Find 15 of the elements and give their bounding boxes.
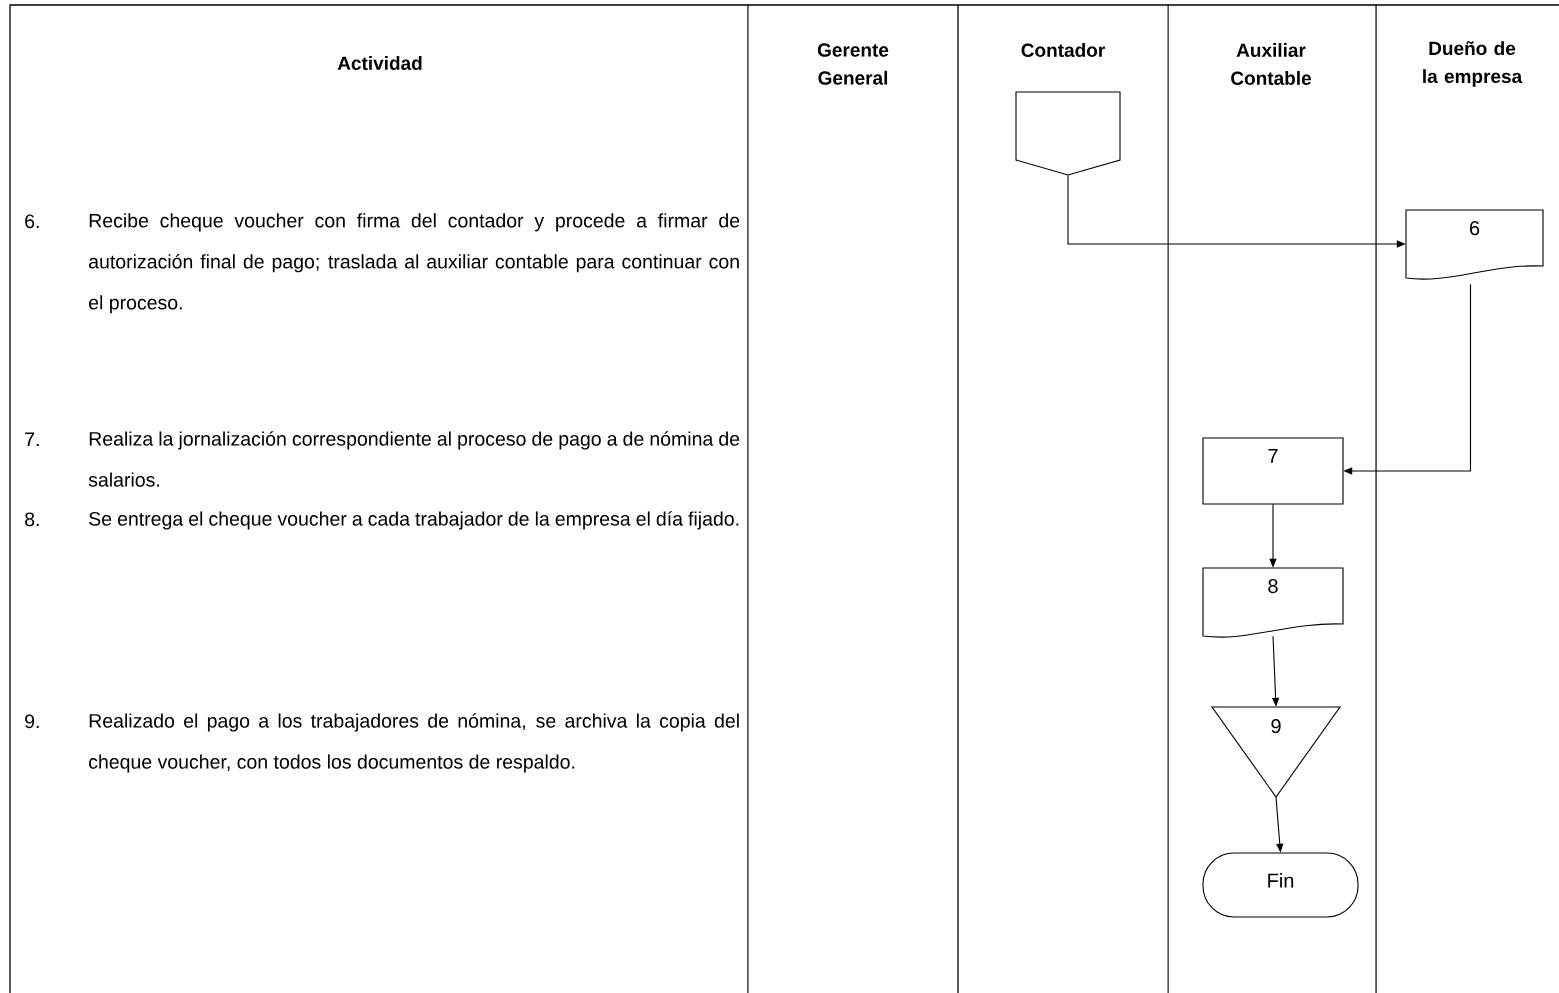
step-number: 8. (25, 512, 39, 527)
process-box: 7 (1202, 437, 1344, 505)
step-number: 9. (25, 714, 39, 729)
activity-text: Realizado el pago a los trabajadores de nómina, se archiva la copia del cheque voucher, con todos los documentos de respaldo. (89, 713, 739, 773)
column-header: Contador (1021, 43, 1105, 57)
step-number: 6. (25, 214, 39, 229)
column-header: Actividad (337, 56, 422, 70)
activity-text: Realiza la jornalización correspondiente al proceso de pago a de nómina de salarios. (88, 431, 740, 487)
activity-text: Se entrega el cheque voucher a cada trabajador de la empresa el día fijado. (89, 511, 739, 530)
off-page-connector (1015, 91, 1121, 176)
column-header: Dueño de la empresa (1423, 41, 1523, 87)
column-header: Auxiliar Contable (1231, 43, 1311, 85)
activity-text: Recibe cheque voucher con firma del contador y procede a firmar de autorización final de pago; traslada al auxiliar contable para continuar con el proceso. (89, 213, 740, 314)
step-number: 7. (25, 432, 39, 446)
column-header: Gerente General (817, 43, 889, 85)
